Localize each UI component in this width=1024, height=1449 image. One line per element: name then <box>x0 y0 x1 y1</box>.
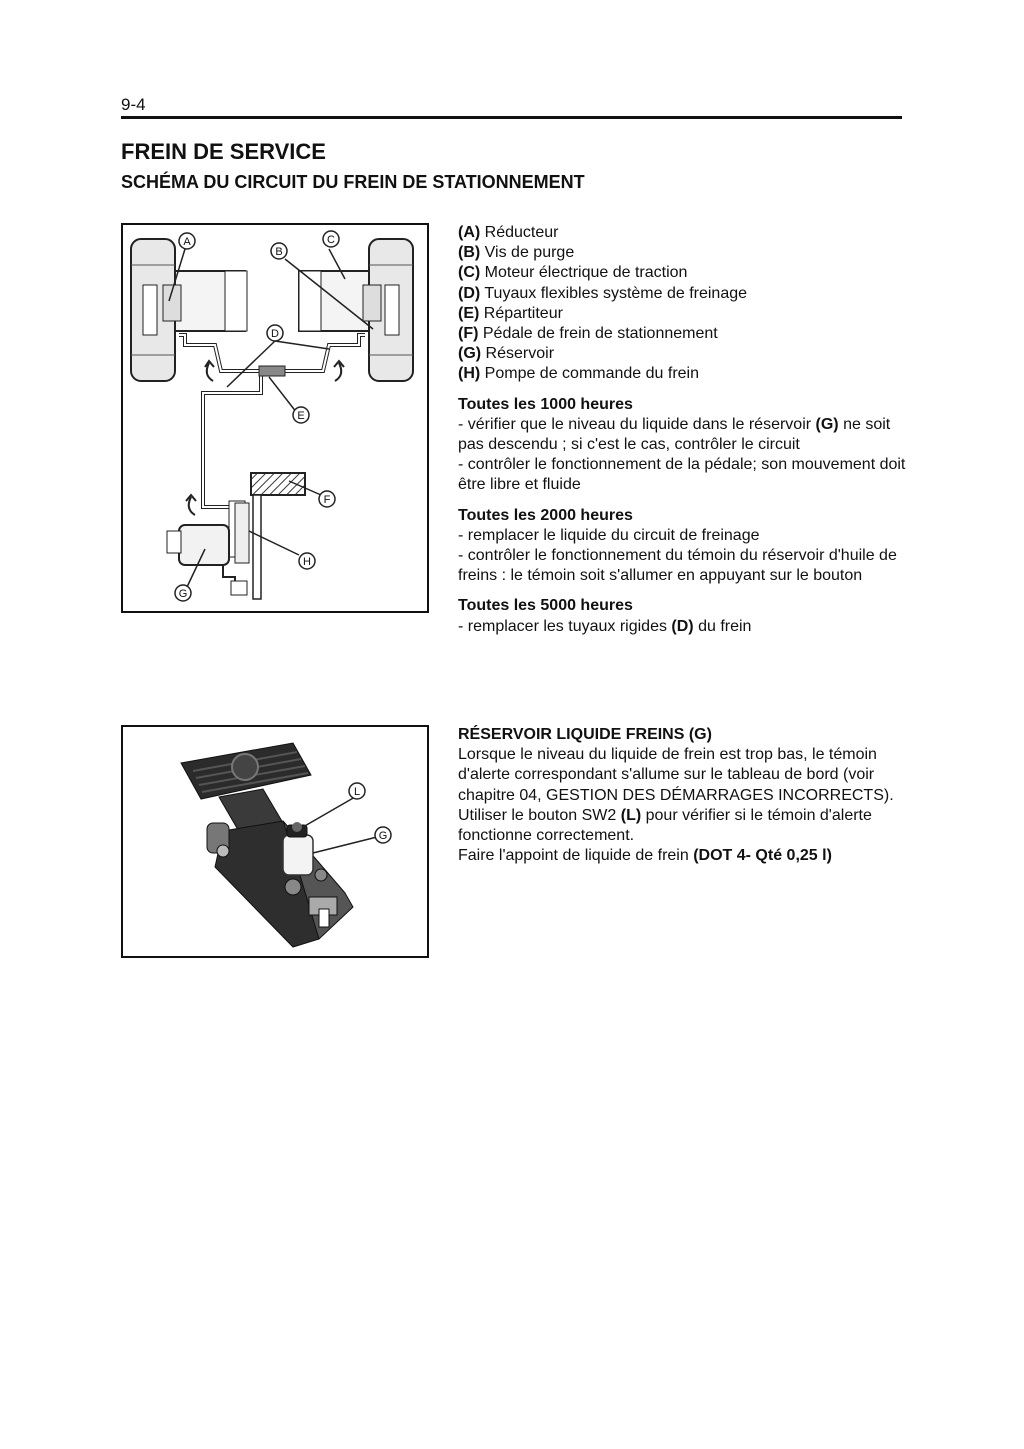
legend-code: (E) <box>458 304 480 322</box>
legend-code: (G) <box>458 345 482 363</box>
callout-label: E <box>297 410 304 422</box>
reservoir-title: RÉSERVOIR LIQUIDE FREINS (G) <box>458 726 712 743</box>
legend-item: (D) Tuyaux flexibles système de freinage <box>458 284 908 304</box>
section-line: - remplacer le liquide du circuit de fre… <box>458 526 908 546</box>
legend-code: (B) <box>458 244 481 262</box>
line-text: Faire l'appoint de liquide de frein <box>458 847 694 865</box>
callout-a <box>178 232 196 250</box>
line-bold: (D) <box>671 617 694 635</box>
line-text: - remplacer les tuyaux rigides <box>458 617 672 635</box>
pedal-reservoir-drawing: L G <box>180 742 392 948</box>
brake-pump <box>234 502 250 564</box>
right-motor <box>298 270 382 332</box>
legend-text: Pédale de frein de stationnement <box>478 325 718 343</box>
page-number: 9-4 <box>121 95 146 114</box>
section-title: Toutes les 1000 heures <box>458 395 633 413</box>
callout-c <box>322 230 340 248</box>
legend-list: (A) Réducteur (B) Vis de purge (C) Moteu… <box>458 223 908 385</box>
legend-text: Moteur électrique de traction <box>480 264 688 282</box>
callout-d <box>266 324 284 342</box>
callout-e <box>292 406 310 424</box>
flow-arrows <box>185 359 345 516</box>
line-text: - vérifier que le niveau du liquide dans… <box>458 415 816 433</box>
line-text: Utiliser le bouton SW2 <box>458 806 621 824</box>
line-bold: (G) <box>815 415 839 433</box>
callout-label: G <box>379 830 388 842</box>
section-line: - contrôler le fonctionnement du témoin … <box>458 546 908 586</box>
callout-label: H <box>303 556 311 568</box>
maintenance-2000h: Toutes les 2000 heures - remplacer le li… <box>458 506 908 587</box>
legend-code: (D) <box>458 284 481 302</box>
leader-lines <box>168 248 374 588</box>
legend-item: (F) Pédale de frein de stationnement <box>458 324 908 344</box>
legend-item: (G) Réservoir <box>458 344 908 364</box>
pedal-pad <box>180 742 312 800</box>
line-text: - remplacer le liquide du circuit de fre… <box>458 526 760 544</box>
legend-item: (H) Pompe de commande du frein <box>458 364 908 384</box>
callout-b <box>270 242 288 260</box>
callout-label: A <box>183 236 191 248</box>
page-title: FREIN DE SERVICE <box>121 139 326 164</box>
section-line: - remplacer les tuyaux rigides (D) du fr… <box>458 617 908 637</box>
section-line: - vérifier que le niveau du liquide dans… <box>458 415 908 455</box>
distributor <box>258 365 286 377</box>
maintenance-1000h: Toutes les 1000 heures - vérifier que le… <box>458 395 908 496</box>
callout-l <box>348 782 366 800</box>
line-bold: (DOT 4- Qté 0,25 l) <box>693 847 832 865</box>
section-title: Toutes les 5000 heures <box>458 597 633 615</box>
page-subtitle: SCHÉMA DU CIRCUIT DU FREIN DE STATIONNEM… <box>121 172 585 192</box>
reservoir-section: RÉSERVOIR LIQUIDE FREINS (G) Lorsque le … <box>458 725 908 866</box>
callout-label: D <box>271 328 279 340</box>
callout-label: C <box>327 234 335 246</box>
brake-reservoir <box>282 822 314 876</box>
legend-text: Tuyaux flexibles système de freinage <box>480 284 748 302</box>
callout-label: G <box>179 588 188 600</box>
legend-text: Vis de purge <box>480 244 575 262</box>
section-line: - contrôler le fonctionnement de la péda… <box>458 455 908 495</box>
legend-item: (B) Vis de purge <box>458 243 908 263</box>
brake-circuit-diagram: A B C D E F G H <box>121 223 429 613</box>
line-text: ne soit pas descendu ; si c'est le cas, … <box>458 415 891 454</box>
line-text: pour vérifier si le témoin d'alerte fonc… <box>458 806 872 845</box>
legend-item: (A) Réducteur <box>458 223 908 243</box>
brake-reservoir <box>166 524 248 596</box>
legend-item: (C) Moteur électrique de traction <box>458 263 908 283</box>
reservoir-paragraph-2: Utiliser le bouton SW2 (L) pour vérifier… <box>458 806 908 846</box>
legend-text: Pompe de commande du frein <box>480 365 700 383</box>
legend-code: (C) <box>458 264 481 282</box>
legend-text: Réservoir <box>481 345 555 363</box>
section-title: Toutes les 2000 heures <box>458 506 633 524</box>
callout-label: B <box>275 246 282 258</box>
legend-code: (H) <box>458 365 481 383</box>
reservoir-paragraph-3: Faire l'appoint de liquide de frein (DOT… <box>458 846 908 866</box>
line-bold: (L) <box>620 806 642 824</box>
callout-f <box>318 490 336 508</box>
line-text: - contrôler le fonctionnement du témoin … <box>458 547 897 585</box>
pedal-reservoir-illustration: L G <box>121 725 429 958</box>
legend-code: (F) <box>458 325 479 343</box>
pedal-bracket <box>206 788 354 948</box>
legend-item: (E) Répartiteur <box>458 304 908 324</box>
legend-and-maintenance: (A) Réducteur (B) Vis de purge (C) Moteu… <box>458 223 908 637</box>
callout-label: L <box>354 786 360 798</box>
callout-g <box>374 826 392 844</box>
leader-lines <box>302 796 378 854</box>
legend-code: (A) <box>458 224 481 241</box>
reservoir-paragraph-1: Lorsque le niveau du liquide de frein es… <box>458 746 894 804</box>
callout-h <box>298 552 316 570</box>
callout-label: F <box>324 494 331 506</box>
legend-text: Réducteur <box>480 224 559 241</box>
header-rule <box>121 116 902 119</box>
line-text: - contrôler le fonctionnement de la péda… <box>458 456 906 494</box>
callout-g <box>174 584 192 602</box>
brake-circuit-drawing: A B C D E F G H <box>130 230 414 602</box>
left-motor <box>162 270 248 332</box>
line-text: du frein <box>693 617 752 635</box>
maintenance-5000h: Toutes les 5000 heures - remplacer les t… <box>458 596 908 636</box>
legend-text: Répartiteur <box>479 304 563 322</box>
